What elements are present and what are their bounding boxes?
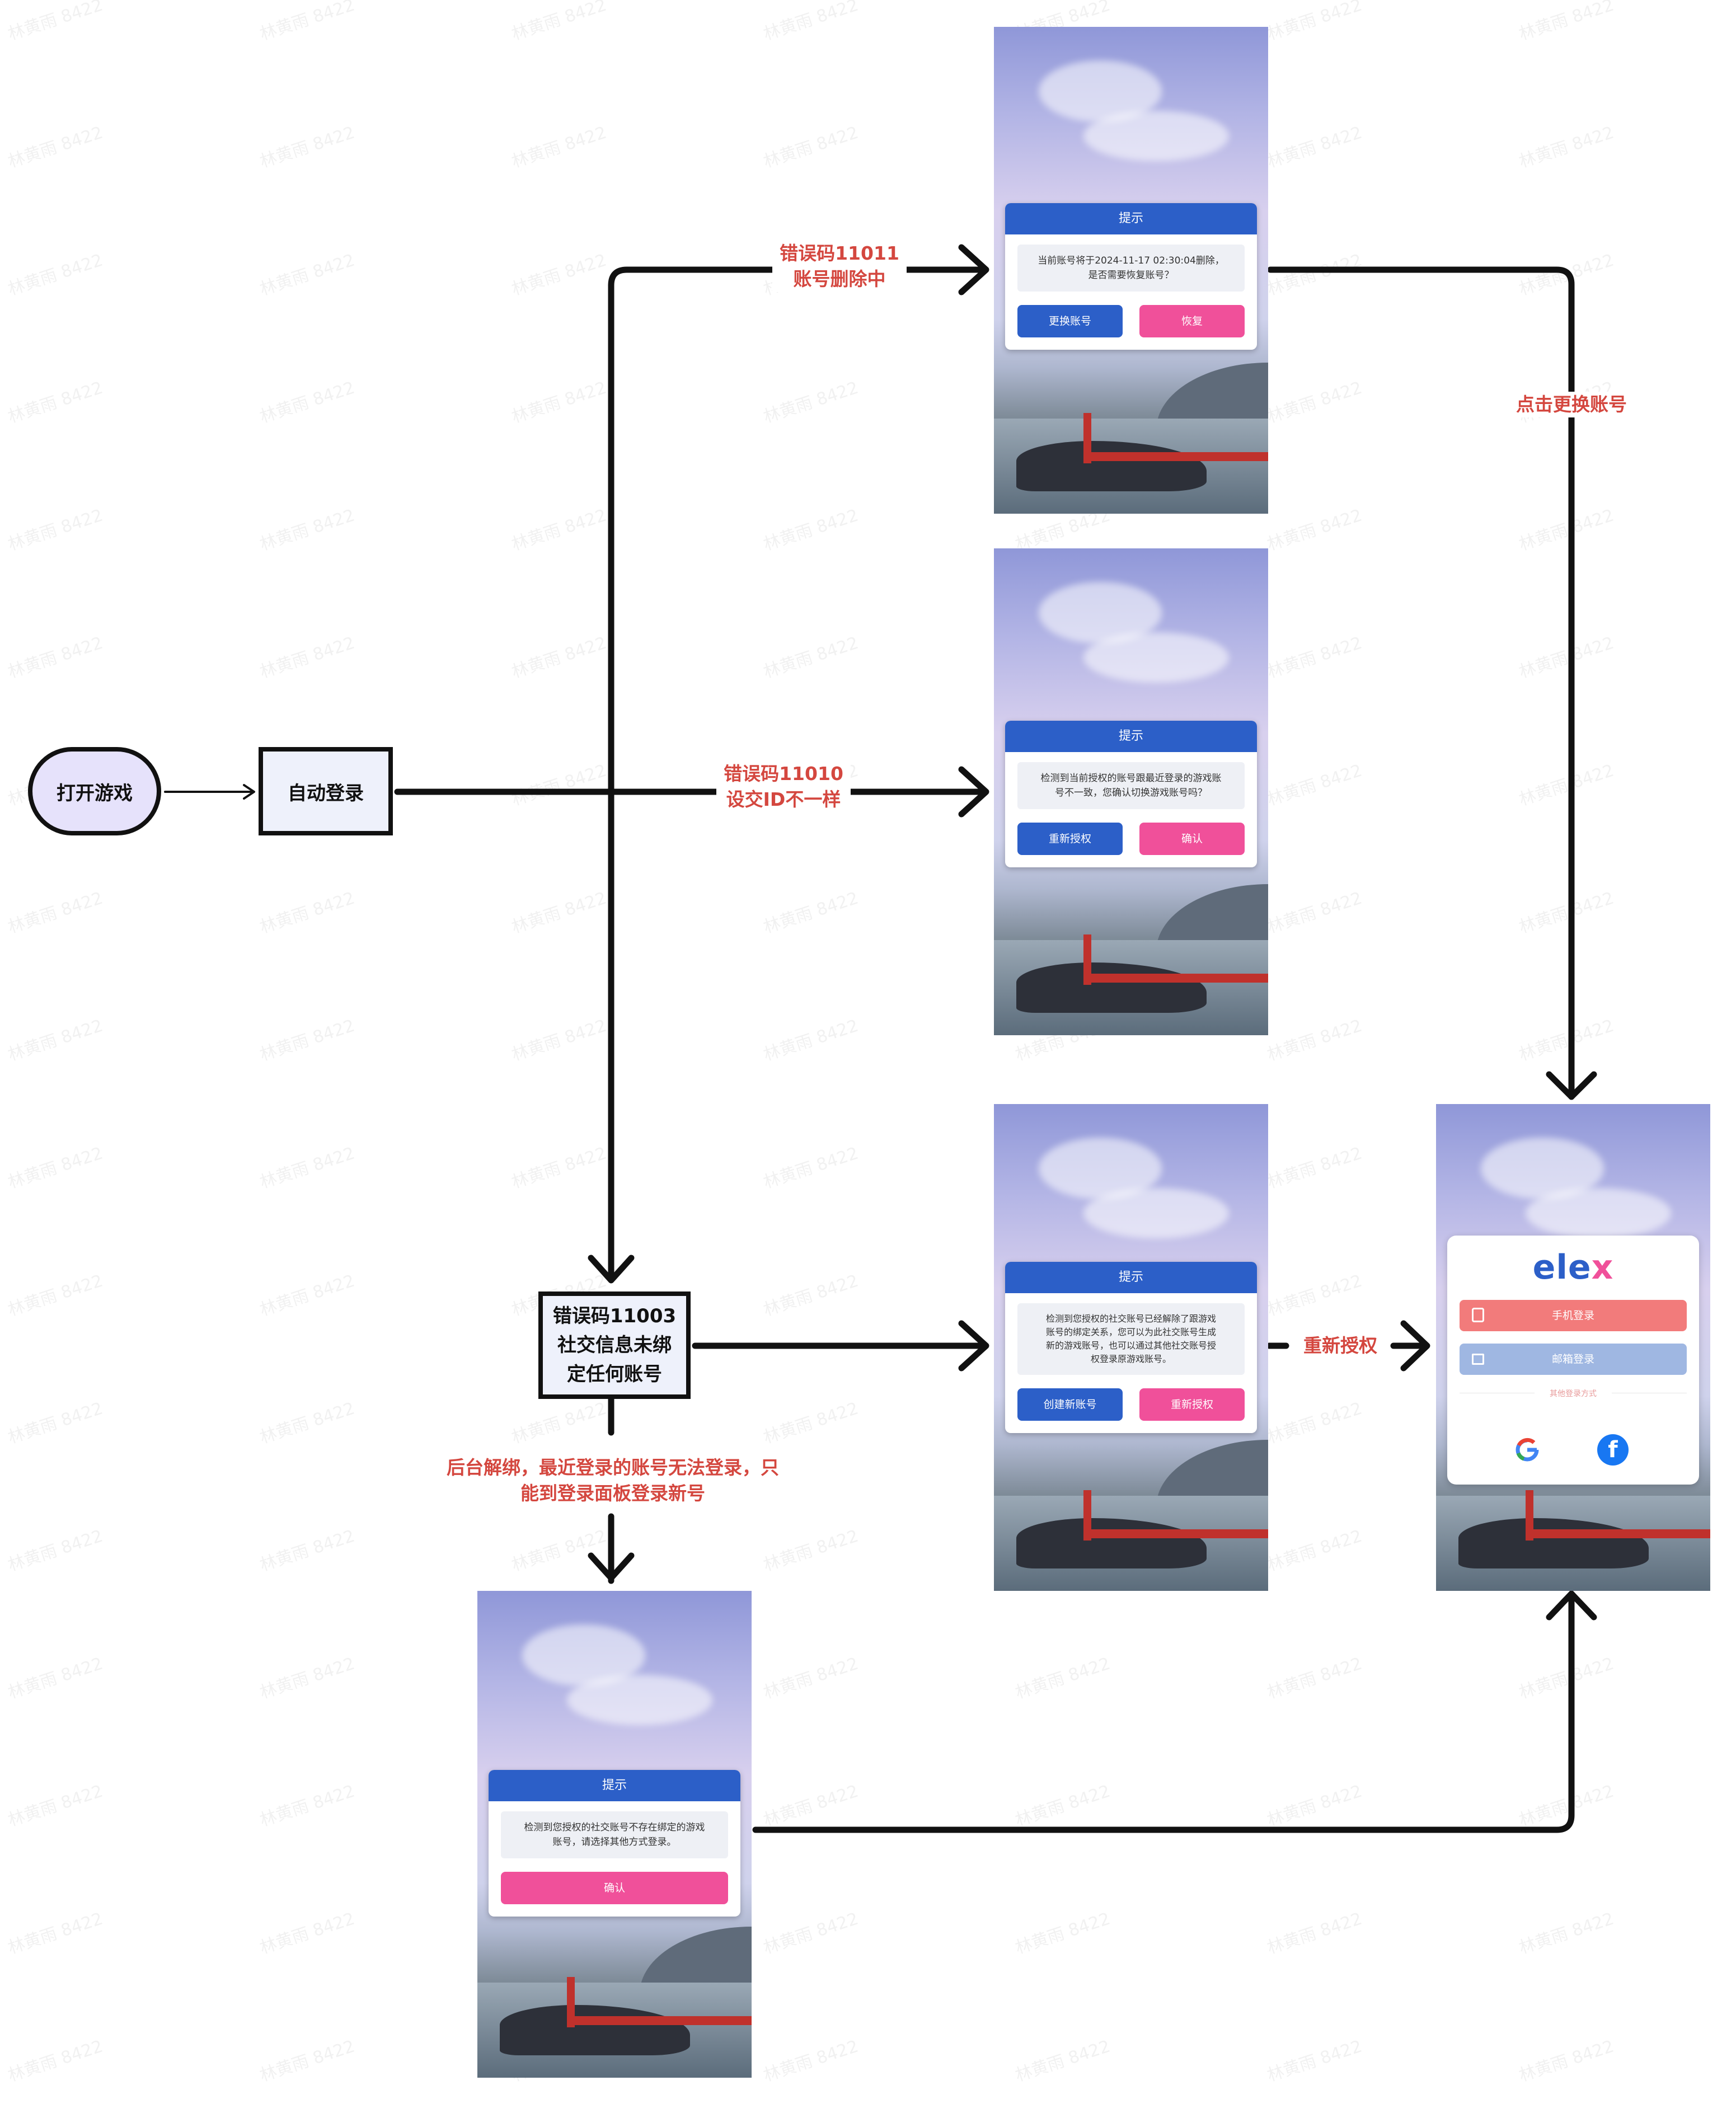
label-click-switch: 点击更换账号: [1505, 392, 1638, 418]
restore-button[interactable]: 恢复: [1139, 305, 1245, 337]
phone-login-label: 手机登录: [1551, 1309, 1594, 1322]
google-icon[interactable]: [1512, 1434, 1543, 1466]
arrowhead: [1400, 1320, 1430, 1372]
dialog-message: 检测到您授权的社交账号已经解除了跟游戏 账号的绑定关系，您可以为此社交账号生成 …: [1017, 1303, 1245, 1375]
arrowhead: [243, 784, 255, 800]
mail-icon: [1472, 1354, 1484, 1365]
email-login-label: 邮箱登录: [1551, 1353, 1594, 1365]
facebook-icon[interactable]: f: [1597, 1434, 1629, 1466]
dialog-message: 检测到您授权的社交账号不存在绑定的游戏 账号，请选择其他方式登录。: [501, 1811, 728, 1858]
arrowhead: [1546, 1590, 1597, 1621]
dialog-no-binding: 提示 检测到您授权的社交账号不存在绑定的游戏 账号，请选择其他方式登录。 确认: [489, 1770, 740, 1917]
dialog-11010: 提示 检测到当前授权的账号跟最近登录的游戏账 号不一致，您确认切换游戏账号吗？ …: [1005, 721, 1257, 867]
screen-no-binding: 提示 检测到您授权的社交账号不存在绑定的游戏 账号，请选择其他方式登录。 确认: [477, 1591, 752, 2078]
auto-login-node: 自动登录: [259, 747, 393, 835]
dialog-message: 当前账号将于2024-11-17 02:30:04删除， 是否需要恢复账号？: [1017, 245, 1245, 292]
label-err11010: 错误码11010 设交ID不一样: [716, 761, 851, 813]
start-node-label: 打开游戏: [57, 782, 133, 805]
confirm-button[interactable]: 确认: [1139, 823, 1245, 855]
dialog-title: 提示: [1005, 203, 1257, 234]
error-11003-label: 错误码11003 社交信息未绑 定任何账号: [552, 1305, 677, 1386]
screen-11003: 提示 检测到您授权的社交账号已经解除了跟游戏 账号的绑定关系，您可以为此社交账号…: [994, 1104, 1268, 1591]
label-err11011: 错误码11011 账号删除中: [772, 241, 907, 293]
phone-icon: [1472, 1308, 1484, 1322]
reauthorize-button[interactable]: 重新授权: [1017, 823, 1123, 855]
logo-accent: x: [1591, 1248, 1614, 1287]
reauthorize-button[interactable]: 重新授权: [1139, 1388, 1245, 1421]
switch-account-button[interactable]: 更换账号: [1017, 305, 1123, 337]
arrowhead: [958, 244, 989, 295]
login-panel: elex 手机登录 邮箱登录 其他登录方式 f: [1447, 1236, 1699, 1485]
elex-logo: elex: [1447, 1248, 1699, 1287]
screen-11010: 提示 检测到当前授权的账号跟最近登录的游戏账 号不一致，您确认切换游戏账号吗？ …: [994, 548, 1268, 1035]
other-methods-divider: 其他登录方式: [1460, 1388, 1687, 1399]
label-backend-unbind: 后台解绑，最近登录的账号无法登录，只 能到登录面板登录新号: [414, 1455, 811, 1507]
edge-11011-to-login: [1267, 266, 1575, 1100]
start-node: 打开游戏: [28, 747, 161, 835]
arrowhead: [958, 1320, 989, 1372]
error-11003-node: 错误码11003 社交信息未绑 定任何账号: [538, 1291, 691, 1399]
dialog-11003: 提示 检测到您授权的社交账号已经解除了跟游戏 账号的绑定关系，您可以为此社交账号…: [1005, 1262, 1257, 1433]
dialog-message: 检测到当前授权的账号跟最近登录的游戏账 号不一致，您确认切换游戏账号吗？: [1017, 762, 1245, 809]
auto-login-label: 自动登录: [288, 782, 364, 805]
dialog-title: 提示: [1005, 1262, 1257, 1293]
dialog-title: 提示: [489, 1770, 740, 1801]
phone-login-button[interactable]: 手机登录: [1460, 1300, 1687, 1331]
screen-login: elex 手机登录 邮箱登录 其他登录方式 f: [1436, 1104, 1710, 1591]
dialog-11011: 提示 当前账号将于2024-11-17 02:30:04删除， 是否需要恢复账号…: [1005, 203, 1257, 350]
dialog-title: 提示: [1005, 721, 1257, 752]
arrowhead: [958, 766, 989, 818]
email-login-button[interactable]: 邮箱登录: [1460, 1344, 1687, 1375]
create-account-button[interactable]: 创建新账号: [1017, 1388, 1123, 1421]
edge-unbind-to-login: [752, 1590, 1575, 1833]
screen-11011: 提示 当前账号将于2024-11-17 02:30:04删除， 是否需要恢复账号…: [994, 27, 1268, 514]
logo-text: ele: [1532, 1248, 1592, 1287]
edge-to-11011: [608, 266, 988, 795]
arrowhead: [1546, 1071, 1597, 1100]
label-reauth: 重新授权: [1303, 1335, 1377, 1356]
arrowhead: [588, 1255, 635, 1284]
confirm-button[interactable]: 确认: [501, 1872, 728, 1904]
arrowhead: [588, 1552, 635, 1581]
